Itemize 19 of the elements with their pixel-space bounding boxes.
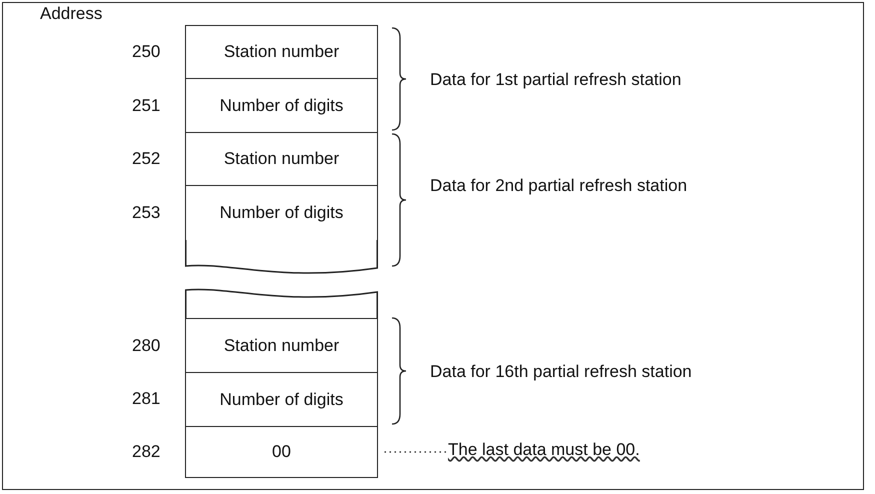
address-number: 250: [132, 42, 160, 62]
note-text: The last data must be 00.: [448, 440, 640, 460]
group-label: Data for 2nd partial refresh station: [430, 176, 688, 196]
address-number: 251: [132, 96, 160, 116]
memory-cell: Number of digits: [185, 78, 378, 132]
memory-cell: Number of digits: [185, 372, 378, 426]
group-label: Data for 16th partial refresh station: [430, 362, 692, 382]
address-number: 280: [132, 336, 160, 356]
memory-cell: Station number: [185, 132, 378, 185]
memory-cell: Station number: [185, 25, 378, 78]
address-number: 253: [132, 203, 160, 223]
memory-cell: 00: [185, 426, 378, 478]
column-heading: Address: [40, 4, 102, 24]
memory-cell: Number of digits: [185, 185, 378, 240]
address-number: 281: [132, 389, 160, 409]
group-label: Data for 1st partial refresh station: [430, 70, 682, 90]
address-number: 282: [132, 442, 160, 462]
memory-cell: Station number: [185, 318, 378, 372]
address-number: 252: [132, 149, 160, 169]
